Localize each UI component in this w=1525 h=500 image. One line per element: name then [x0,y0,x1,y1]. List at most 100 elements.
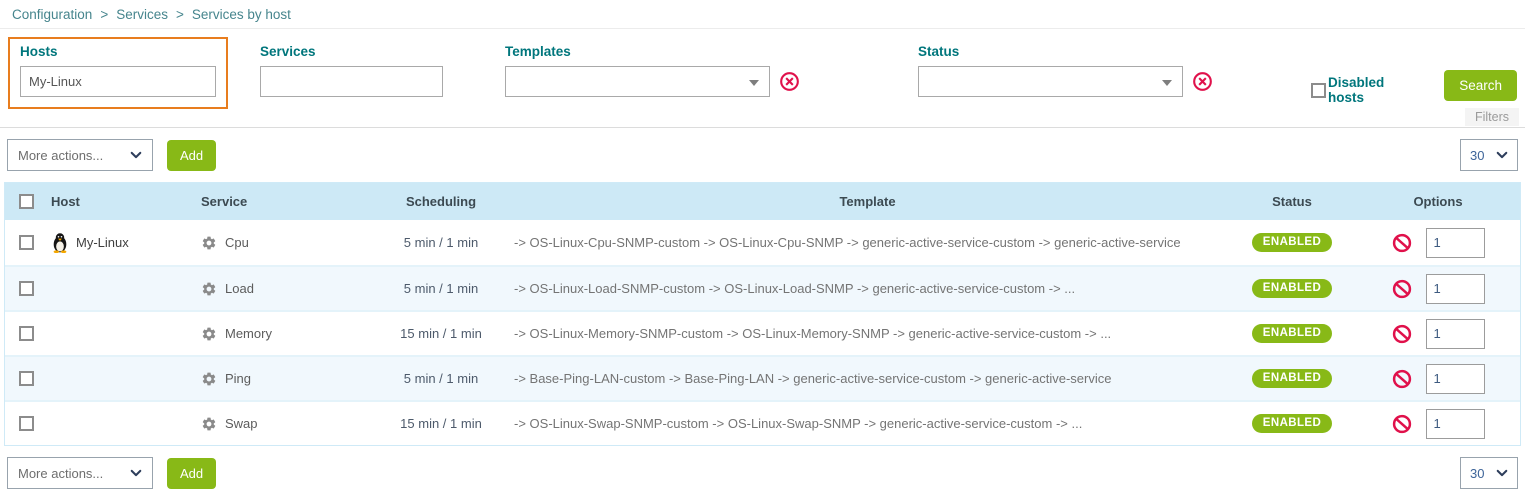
disable-icon[interactable] [1392,414,1412,434]
breadcrumb-services[interactable]: Services [116,6,168,22]
row-checkbox[interactable] [18,281,34,296]
select-all-checkbox[interactable] [18,194,34,209]
chevron-down-icon [1162,80,1172,86]
search-button[interactable]: Search [1444,70,1517,101]
chevron-down-icon [749,80,759,86]
services-table: Host Service Scheduling Template Status … [4,182,1521,446]
service-cell: Ping [197,371,375,387]
breadcrumb-separator: > [100,6,109,22]
status-clear-icon[interactable] [1192,71,1213,92]
more-actions-select[interactable]: More actions... [7,457,153,489]
service-name-link[interactable]: Swap [225,416,258,431]
add-button[interactable]: Add [167,457,217,489]
disabled-hosts-label: Disabled hosts [1328,75,1385,105]
disabled-hosts-filter: Disabled hosts [1311,75,1407,105]
gear-icon [202,236,216,249]
header-host: Host [51,194,80,209]
options-order-input[interactable] [1425,363,1485,394]
service-cell: Cpu [197,235,375,251]
chevron-down-icon [1496,469,1508,477]
hosts-filter-highlight: Hosts [8,37,228,109]
page-size-select[interactable]: 30 [1460,139,1518,171]
chevron-down-icon [130,469,142,477]
row-checkbox[interactable] [18,326,34,341]
scheduling-value: 15 min / 1 min [400,416,482,431]
host-cell [47,368,197,389]
breadcrumb: Configuration > Services > Services by h… [0,0,1525,29]
breadcrumb-separator: > [175,6,184,22]
chevron-down-icon [130,151,142,159]
service-cell: Load [197,281,375,297]
template-chain: -> OS-Linux-Cpu-SNMP-custom -> OS-Linux-… [514,235,1181,250]
add-button[interactable]: Add [167,139,217,171]
status-filter-label: Status [918,44,960,59]
scheduling-value: 5 min / 1 min [403,281,479,296]
templates-filter-select[interactable] [505,66,770,97]
gear-icon [202,372,216,385]
template-chain: -> OS-Linux-Load-SNMP-custom -> OS-Linux… [514,281,1076,296]
table-row: Memory 15 min / 1 min -> OS-Linux-Memory… [5,310,1520,355]
host-cell [47,278,197,299]
services-filter-input[interactable] [260,66,443,97]
template-chain: -> Base-Ping-LAN-custom -> Base-Ping-LAN… [514,371,1112,386]
table-header-row: Host Service Scheduling Template Status … [5,183,1520,220]
hosts-filter-label: Hosts [20,44,58,59]
page-size-select[interactable]: 30 [1460,457,1518,489]
linux-host-icon [53,233,67,253]
bottom-action-bar: More actions... Add 30 [0,446,1525,500]
status-badge: ENABLED [1251,278,1333,299]
row-checkbox[interactable] [18,235,34,250]
header-template: Template [839,194,896,209]
services-filter: Services [260,44,443,97]
host-name-link[interactable]: My-Linux [76,235,129,250]
host-cell [47,413,197,434]
status-badge: ENABLED [1251,323,1333,344]
table-row: Load 5 min / 1 min -> OS-Linux-Load-SNMP… [5,265,1520,310]
disabled-hosts-checkbox[interactable] [1311,82,1326,98]
service-cell: Swap [197,416,375,432]
status-badge: ENABLED [1251,413,1333,434]
service-name-link[interactable]: Ping [225,371,252,386]
templates-filter-label: Templates [505,44,571,59]
options-order-input[interactable] [1425,408,1485,439]
scheduling-value: 5 min / 1 min [403,371,479,386]
gear-icon [202,327,216,340]
more-actions-label: More actions... [18,147,104,163]
disable-icon[interactable] [1392,369,1412,389]
scheduling-value: 5 min / 1 min [403,235,479,250]
status-badge: ENABLED [1251,232,1333,253]
templates-clear-icon[interactable] [779,71,800,92]
disable-icon[interactable] [1392,233,1412,253]
status-filter: Status [918,44,1213,97]
templates-filter: Templates [505,44,800,97]
header-options: Options [1413,194,1463,209]
breadcrumb-configuration[interactable]: Configuration [12,6,93,22]
more-actions-select[interactable]: More actions... [7,139,153,171]
table-row: Ping 5 min / 1 min -> Base-Ping-LAN-cust… [5,355,1520,400]
row-checkbox[interactable] [18,371,34,386]
scheduling-value: 15 min / 1 min [400,326,482,341]
host-cell: My-Linux [47,232,197,253]
page-size-value: 30 [1470,147,1485,163]
hosts-filter-input[interactable] [20,66,216,97]
template-chain: -> OS-Linux-Memory-SNMP-custom -> OS-Lin… [514,326,1112,341]
table-row: Swap 15 min / 1 min -> OS-Linux-Swap-SNM… [5,400,1520,445]
options-order-input[interactable] [1425,273,1485,304]
service-name-link[interactable]: Memory [225,326,272,341]
options-order-input[interactable] [1425,318,1485,349]
template-chain: -> OS-Linux-Swap-SNMP-custom -> OS-Linux… [514,416,1083,431]
more-actions-label: More actions... [18,465,104,481]
filter-panel: Hosts Services Templates Status Disabled… [0,29,1525,128]
disable-icon[interactable] [1392,324,1412,344]
services-filter-label: Services [260,44,316,59]
page-size-value: 30 [1470,465,1485,481]
service-name-link[interactable]: Load [225,281,254,296]
disable-icon[interactable] [1392,279,1412,299]
breadcrumb-services-by-host[interactable]: Services by host [191,6,291,22]
row-checkbox[interactable] [18,416,34,431]
chevron-down-icon [1496,151,1508,159]
service-name-link[interactable]: Cpu [225,235,249,250]
status-filter-select[interactable] [918,66,1183,97]
filters-panel-label: Filters [1464,108,1519,126]
options-order-input[interactable] [1425,227,1485,258]
